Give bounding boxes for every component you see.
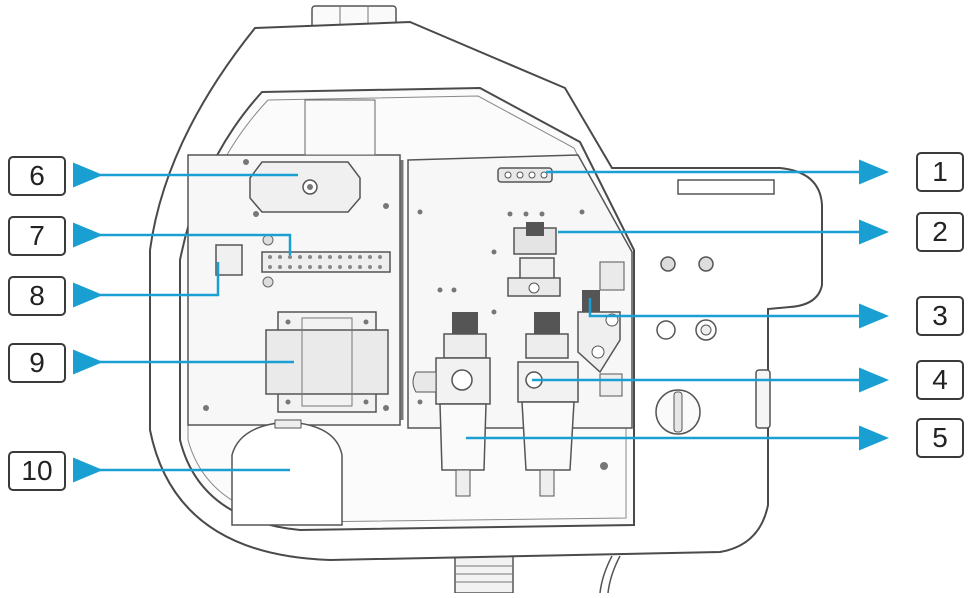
screw: [203, 405, 209, 411]
screw: [383, 203, 389, 209]
callout-arrows-right: [466, 159, 889, 451]
arrow-3: [588, 298, 889, 329]
tank: [231, 421, 343, 526]
filter-regulator-left: [412, 312, 491, 497]
bottom-connector: [454, 555, 621, 594]
panel-mount: [304, 99, 376, 156]
top-right-cover: [677, 179, 775, 195]
tank-cap: [274, 419, 302, 429]
outer-fittings: [656, 256, 717, 341]
callout-label-3: 3: [916, 296, 964, 336]
callout-label-4: 4: [916, 360, 964, 400]
arrow-7: [73, 222, 292, 255]
side-handle: [755, 369, 771, 429]
panel-screws: [417, 209, 608, 470]
callout-arrows-left: [73, 162, 298, 483]
sensor-module: [215, 244, 243, 276]
callout-label-8: 8: [8, 276, 66, 316]
screw: [262, 276, 274, 288]
callout-label-7: 7: [8, 216, 66, 256]
solenoid-valve: [507, 222, 561, 297]
terminal-strip: [261, 251, 391, 273]
callout-label-5: 5: [916, 418, 964, 458]
screw: [253, 211, 259, 217]
screw: [243, 159, 249, 165]
callout-label-9: 9: [8, 343, 66, 383]
arrow-8: [73, 262, 220, 308]
pressure-switch: [577, 261, 625, 374]
screw: [262, 234, 274, 246]
callout-label-1: 1: [916, 152, 964, 192]
screw: [383, 405, 389, 411]
callout-label-2: 2: [916, 212, 964, 252]
callout-label-10: 10: [8, 451, 66, 491]
callout-label-6: 6: [8, 156, 66, 196]
relay-block: [249, 161, 361, 213]
filter-regulator-right: [517, 312, 623, 497]
rotary-knob: [655, 389, 701, 435]
air-manifold: [497, 167, 553, 183]
